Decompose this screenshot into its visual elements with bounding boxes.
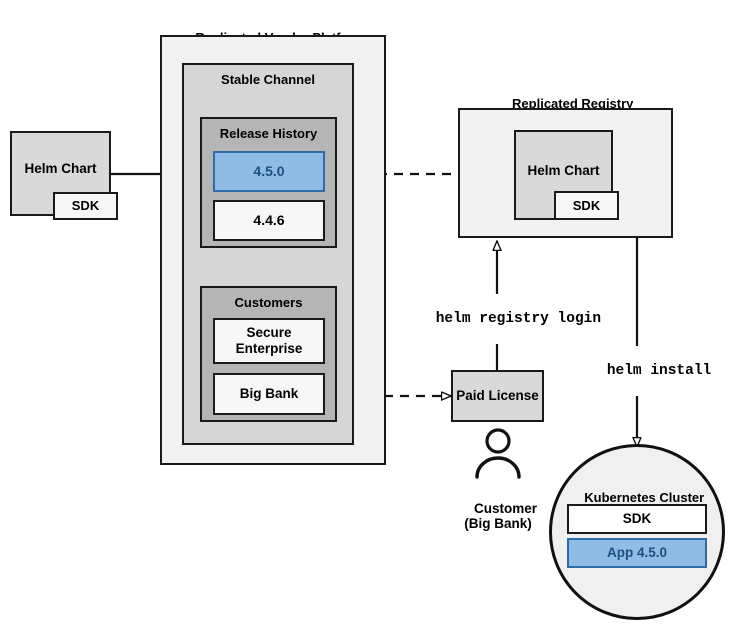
registry-helm-chart-sdk-box: SDK	[554, 191, 619, 220]
release-version-label: 4.4.6	[253, 212, 285, 229]
registry-title: Replicated Registry	[512, 95, 634, 111]
paid-license-label: Paid License	[456, 388, 539, 404]
paid-license-box: Paid License	[451, 370, 544, 422]
release-version-label: 4.5.0	[253, 163, 285, 180]
cluster-component-label: SDK	[622, 511, 652, 527]
customer-entry-label: Secure Enterprise	[235, 325, 303, 356]
registry-helm-chart-label: Helm Chart	[527, 163, 600, 178]
source-helm-chart-label: Helm Chart	[24, 161, 97, 176]
release-history-label: Release History	[219, 126, 318, 141]
command-helm-install: helm install	[568, 346, 714, 396]
customers-label: Customers	[234, 295, 303, 310]
command-helm-registry-login: helm registry login	[396, 294, 606, 344]
customer-entry-big-bank[interactable]: Big Bank	[213, 373, 325, 415]
release-item-4-4-6[interactable]: 4.4.6	[213, 200, 325, 241]
registry-helm-chart-sdk-label: SDK	[572, 197, 601, 213]
stable-channel-label: Stable Channel	[221, 72, 315, 87]
cluster-component-app: App 4.5.0	[567, 538, 707, 568]
cluster-component-label: App 4.5.0	[606, 545, 668, 561]
source-helm-chart-sdk-label: SDK	[71, 198, 100, 214]
customer-entry-secure-enterprise[interactable]: Secure Enterprise	[213, 318, 325, 364]
kubernetes-cluster-label: Kubernetes Cluster	[584, 489, 705, 505]
cluster-component-sdk: SDK	[567, 504, 707, 534]
source-helm-chart-sdk-box: SDK	[53, 192, 118, 220]
customer-entry-label: Big Bank	[239, 386, 299, 402]
person-icon	[475, 428, 521, 479]
customer-actor-label: Customer (Big Bank)	[464, 500, 538, 532]
release-item-4-5-0[interactable]: 4.5.0	[213, 151, 325, 192]
